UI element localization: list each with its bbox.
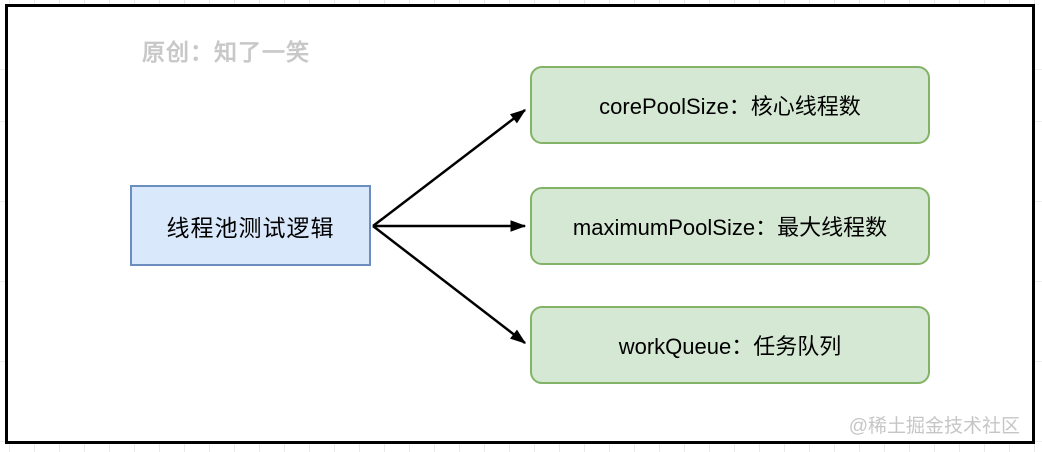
node-maximum-pool-size-label: maximumPoolSize：最大线程数 [572,215,888,240]
node-core-pool-size: corePoolSize：核心线程数 [530,66,930,144]
node-maximum-pool-size: maximumPoolSize：最大线程数 [530,187,930,265]
node-work-queue-label: workQueue：任务队列 [618,334,842,359]
node-work-queue: workQueue：任务队列 [530,306,930,384]
node-thread-pool-test-logic: 线程池测试逻辑 [130,185,371,266]
watermark-author: 原创：知了一笑 [142,39,310,65]
watermark-community: @稀土掘金技术社区 [848,416,1020,437]
node-thread-pool-test-logic-label: 线程池测试逻辑 [166,214,335,241]
node-core-pool-size-label: corePoolSize：核心线程数 [599,94,861,119]
